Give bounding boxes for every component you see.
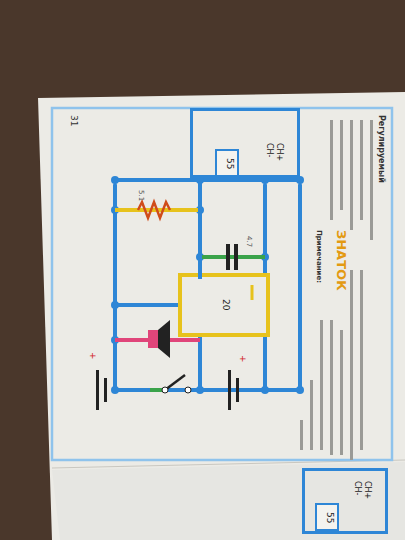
battery-symbol bbox=[96, 370, 107, 410]
node-text: CH+ bbox=[275, 143, 283, 161]
node-text: 20 bbox=[221, 299, 230, 310]
ic-outline bbox=[180, 275, 268, 335]
capacitor-symbol bbox=[200, 244, 265, 270]
polarity-mark: + bbox=[88, 352, 97, 360]
node-text: CH- bbox=[353, 481, 361, 496]
wire-connector bbox=[198, 178, 202, 279]
text-column bbox=[300, 120, 373, 460]
polarity-mark: + bbox=[238, 355, 247, 363]
brand-logo: ЗНАТОК bbox=[335, 230, 348, 291]
part-value: 5.1 bbox=[137, 190, 144, 201]
module-box: CH+CH- 55 bbox=[302, 468, 388, 534]
wires bbox=[115, 180, 300, 390]
part-value: 4.7 bbox=[245, 236, 252, 247]
node-text: 55 bbox=[325, 512, 334, 523]
speaker-symbol bbox=[115, 320, 200, 358]
booklet-page bbox=[38, 92, 405, 540]
snap-dots bbox=[111, 176, 304, 394]
node-text: CH+ bbox=[363, 481, 371, 499]
switch-symbol bbox=[150, 375, 191, 393]
node-text: CH- bbox=[265, 143, 273, 158]
module-number: 55 bbox=[215, 149, 239, 177]
module-box: CH+CH- 55 bbox=[190, 108, 300, 178]
node-text: 55 bbox=[225, 158, 234, 169]
section-heading: Регулируемый bbox=[377, 115, 385, 183]
note-heading: Примечание: bbox=[315, 230, 322, 283]
resistor-symbol bbox=[115, 202, 200, 218]
page-number: 31 bbox=[69, 115, 78, 126]
module-number: 55 bbox=[315, 503, 339, 531]
battery2-symbol bbox=[228, 370, 239, 410]
second-page bbox=[52, 462, 405, 540]
ic-pin bbox=[251, 285, 254, 300]
page-frame bbox=[52, 108, 392, 460]
ic-box: 20 bbox=[184, 279, 264, 331]
